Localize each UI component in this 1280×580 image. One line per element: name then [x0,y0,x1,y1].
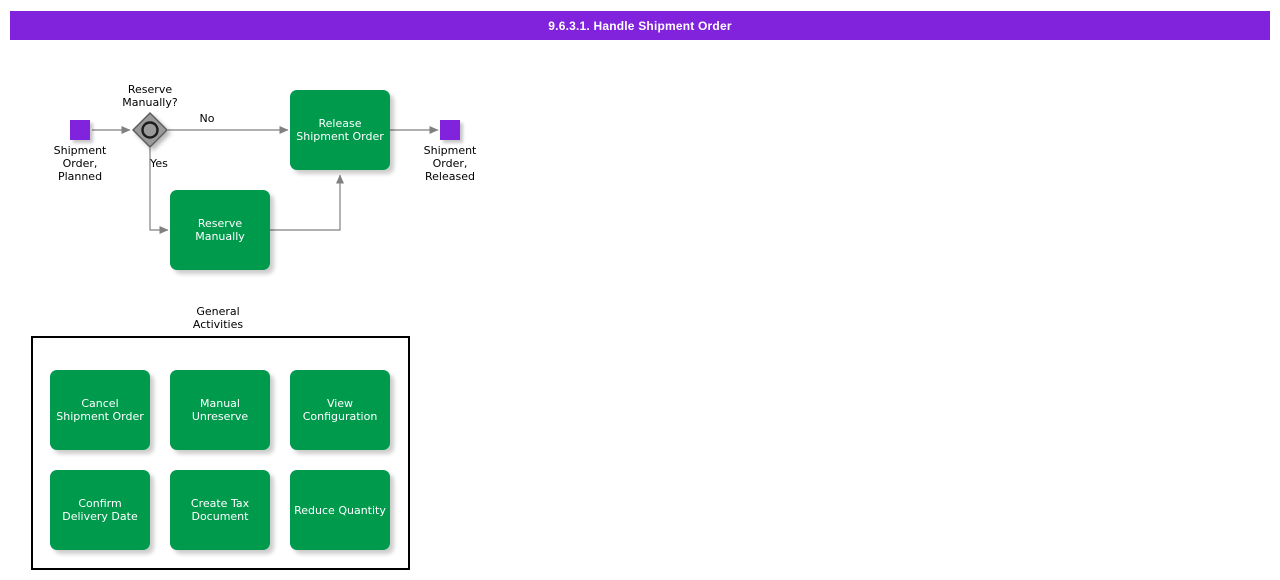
flow-reserve-to-release [270,174,344,231]
task-reserve-manually[interactable]: Reserve Manually [170,190,270,270]
exclusive-gateway-shape [132,112,168,148]
task-view-configuration[interactable]: View Configuration [290,370,390,450]
task-release-shipment-order[interactable]: Release Shipment Order [290,90,390,170]
flow-label-yes: Yes [150,157,168,170]
task-cancel-shipment-order[interactable]: Cancel Shipment Order [50,370,150,450]
task-confirm-delivery-date[interactable]: Confirm Delivery Date [50,470,150,550]
start-event-label: Shipment Order, Planned [53,144,107,183]
page-title-bar: 9.6.3.1. Handle Shipment Order [10,11,1270,40]
start-event-shipment-order-planned[interactable] [70,120,90,140]
gateway-label: Reserve Manually? [122,83,178,109]
end-event-shipment-order-released[interactable] [440,120,460,140]
page-title: 9.6.3.1. Handle Shipment Order [548,18,732,33]
general-activities-label: General Activities [192,305,244,331]
task-create-tax-document[interactable]: Create Tax Document [170,470,270,550]
task-reduce-quantity[interactable]: Reduce Quantity [290,470,390,550]
flow-label-no: No [199,112,215,125]
task-manual-unreserve[interactable]: Manual Unreserve [170,370,270,450]
end-event-label: Shipment Order, Released [423,144,477,183]
general-activities-group [31,336,410,570]
